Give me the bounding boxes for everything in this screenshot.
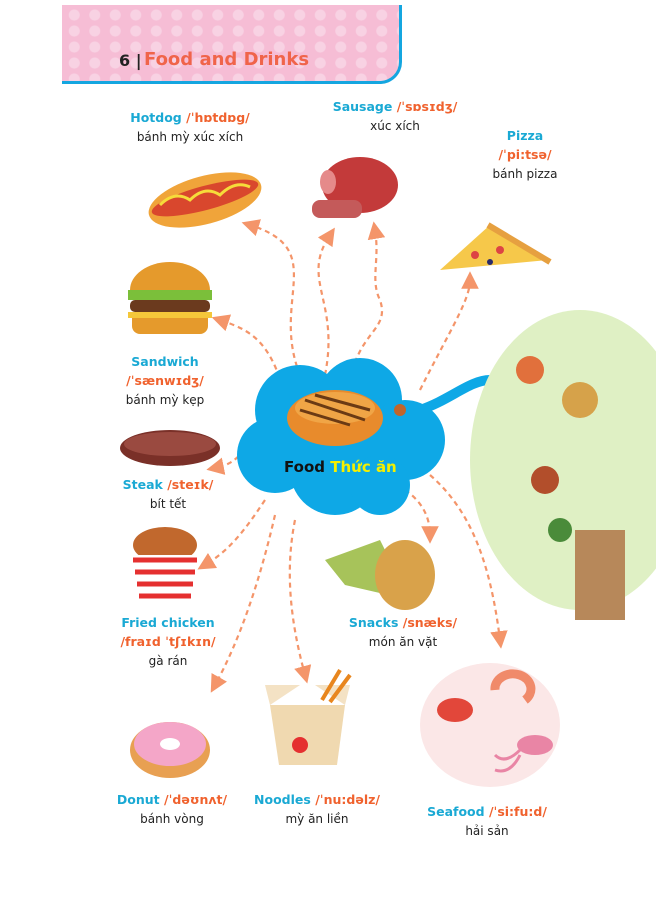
donut-icon — [130, 722, 210, 778]
phonetic: /ˈnu:dəlz/ — [315, 792, 380, 807]
word: Donut — [116, 792, 160, 807]
fried-chicken-icon — [133, 527, 197, 600]
phonetic: /ˈsænwɪdʒ/ — [126, 373, 204, 388]
sausage-icon — [312, 157, 398, 218]
phonetic: /ˈpi:tsə/ — [498, 147, 552, 162]
phonetic: /ˈsɒsɪdʒ/ — [396, 99, 458, 114]
translation: xúc xích — [370, 119, 420, 133]
translation: bánh mỳ xúc xích — [136, 130, 244, 144]
label-steak: Steak /steɪk/bít tết — [123, 475, 214, 514]
phonetic: /fraɪd ˈtʃɪkɪn/ — [120, 634, 216, 649]
food-platter-icon — [470, 310, 656, 620]
translation: bánh vòng — [140, 812, 204, 826]
phonetic: /ˈhɒtdɒg/ — [186, 110, 250, 125]
page-header: 6 | Food and Drinks — [62, 5, 402, 84]
label-donut: Donut /ˈdəʊnʌt/bánh vòng — [117, 790, 227, 829]
burger-icon — [128, 262, 212, 334]
label-fried-chicken: Fried chicken/fraɪd ˈtʃɪkɪn/gà rán — [120, 613, 215, 671]
label-sausage: Sausage /ˈsɒsɪdʒ/xúc xích — [333, 97, 458, 136]
steak-icon — [120, 430, 220, 466]
phonetic: /steɪk/ — [167, 477, 214, 492]
snacks-icon — [325, 540, 435, 610]
word: Snacks — [348, 615, 399, 630]
translation: món ăn vặt — [368, 635, 438, 649]
word: Steak — [122, 477, 163, 492]
label-pizza: Pizza/ˈpi:tsə/bánh pizza — [493, 126, 558, 184]
page-number: 6 | — [119, 51, 142, 70]
seafood-icon — [420, 663, 560, 787]
label-hotdog: Hotdog /ˈhɒtdɒg/bánh mỳ xúc xích — [130, 108, 250, 147]
translation: hải sản — [465, 824, 509, 838]
pizza-icon — [440, 222, 552, 270]
translation: gà rán — [148, 654, 188, 668]
label-snacks: Snacks /snæks/món ăn vặt — [349, 613, 457, 652]
word: Sandwich — [131, 354, 199, 369]
word: Hotdog — [130, 110, 182, 125]
page-title: Food and Drinks — [144, 49, 310, 70]
label-sandwich: Sandwich/ˈsænwɪdʒ/bánh mỳ kẹp — [126, 352, 205, 410]
word: Sausage — [332, 99, 393, 114]
hotdog-icon — [148, 172, 262, 228]
word: Noodles — [254, 792, 311, 807]
center-label-en: Food — [284, 458, 325, 476]
roast-chicken-icon — [287, 390, 406, 446]
phonetic: /ˈdəʊnʌt/ — [164, 792, 228, 807]
word: Pizza — [506, 128, 544, 143]
word: Seafood — [427, 804, 485, 819]
label-noodles: Noodles /ˈnu:dəlz/mỳ ăn liền — [254, 790, 380, 829]
noodles-icon — [265, 668, 352, 765]
translation: mỳ ăn liền — [285, 812, 349, 826]
label-seafood: Seafood /ˈsi:fu:d/hải sản — [427, 802, 547, 841]
translation: bánh pizza — [492, 167, 558, 181]
phonetic: /snæks/ — [402, 615, 458, 630]
translation: bít tết — [149, 497, 187, 511]
phonetic: /ˈsi:fu:d/ — [488, 804, 547, 819]
word: Fried chicken — [121, 615, 215, 630]
translation: bánh mỳ kẹp — [125, 393, 205, 407]
center-label-vi: Thức ăn — [330, 458, 397, 476]
center-label: Food Thức ăn — [284, 458, 397, 476]
